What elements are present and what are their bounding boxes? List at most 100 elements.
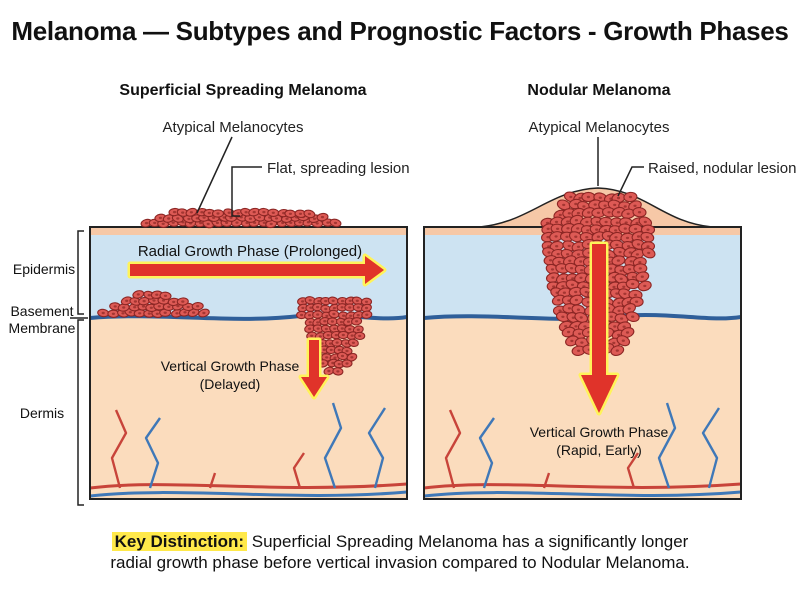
cell-nucleus [580,341,584,344]
cell-nucleus [623,205,627,208]
cell-nucleus [316,313,320,316]
cell-nucleus [301,300,305,303]
capillary [292,452,305,489]
cell-nucleus [585,220,589,224]
cell-nucleus [635,221,639,225]
cell-nucleus [161,222,165,225]
capillary [626,452,639,489]
cell-nucleus [546,235,550,239]
cell-nucleus [324,307,328,311]
cell-nucleus [128,311,132,314]
cell-nucleus [136,293,140,296]
cell-nucleus [340,354,345,358]
vein [424,490,741,498]
cell-nucleus [558,213,562,217]
cell-nucleus [172,210,177,214]
cell-nucleus [289,221,293,224]
capillary [657,402,677,489]
cell-nucleus [192,311,196,314]
skin-surface-strip [90,227,407,235]
blood-vessels [90,402,407,498]
cell-nucleus [175,312,179,315]
cell-nucleus [225,221,229,224]
cell-nucleus [202,311,206,315]
cell-nucleus [622,285,626,288]
cell-nucleus [236,212,240,215]
cell-nucleus [552,285,556,288]
cell-nucleus [568,259,572,262]
cell-nucleus [332,306,336,310]
cell-nucleus [615,221,619,224]
cell-nucleus [348,299,352,302]
cell-nucleus [586,195,591,199]
cell-nucleus [298,221,302,224]
cell-nucleus [637,211,642,214]
cell-nucleus [627,307,631,310]
cell-nucleus [615,349,619,352]
layer-labels: Epidermis Basement Membrane Dermis [9,230,88,506]
cell-nucleus [603,204,607,207]
cell-nucleus [111,312,115,315]
cell-nucleus [348,306,352,309]
cell-nucleus [554,220,559,224]
cell-nucleus [172,300,176,304]
cell-nucleus [556,252,560,256]
cell-nucleus [333,327,337,330]
cell-nucleus [623,292,627,295]
cell-nucleus [349,314,353,317]
cell-nucleus [577,349,581,352]
cell-nucleus [364,306,369,310]
leader-line-lesion-right [617,166,644,197]
cell-nucleus [579,276,583,279]
cell-nucleus [257,216,261,219]
capillary [542,472,551,489]
cell-nucleus [646,228,650,231]
cell-nucleus [252,210,256,214]
label-membrane: Membrane [9,320,76,336]
cell-nucleus [593,203,597,206]
label-vertical-growth-left-1: Vertical Growth Phase [161,358,300,374]
cell-nucleus [317,300,321,303]
label-atypical-melanocytes-left: Atypical Melanocytes [163,119,304,136]
cell-nucleus [310,334,314,337]
cell-nucleus [326,221,330,224]
cell-nucleus [336,370,340,373]
cell-nucleus [122,306,126,309]
cell-nucleus [163,294,168,297]
cell-nucleus [269,222,273,226]
cell-nucleus [574,325,578,328]
cell-nucleus [133,306,137,309]
cell-nucleus [320,215,325,219]
cell-nucleus [325,314,329,318]
label-vertical-growth-right-1: Vertical Growth Phase [530,424,669,440]
panel-nodular: Nodular Melanoma Atypical Melanocytes Ra… [423,82,796,500]
cell-nucleus [629,260,633,263]
cell-nucleus [298,212,303,215]
cell-nucleus [561,315,565,318]
cell-nucleus [356,314,360,317]
cell-nucleus [551,276,555,279]
cell-nucleus [571,277,575,280]
cell-nucleus [647,251,651,255]
cell-nucleus [583,325,587,328]
cell-nucleus [323,320,327,323]
cell-nucleus [335,341,339,344]
cell-nucleus [574,298,579,302]
cell-nucleus [579,316,583,319]
cell-nucleus [615,292,619,295]
cell-nucleus [364,300,369,303]
cell-nucleus [624,221,628,224]
cell-nucleus [358,334,362,338]
cell-nucleus [571,316,575,319]
cell-nucleus [628,268,632,271]
cell-nucleus [631,275,636,279]
cell-nucleus [596,235,601,238]
cell-nucleus [616,196,621,200]
cell-nucleus [570,283,575,286]
cell-nucleus [631,282,635,286]
cell-nucleus [576,308,581,311]
cell-nucleus [138,312,142,315]
cell-nucleus [350,334,354,337]
label-atypical-melanocytes-right: Atypical Melanocytes [529,119,670,136]
cell-nucleus [574,219,579,222]
